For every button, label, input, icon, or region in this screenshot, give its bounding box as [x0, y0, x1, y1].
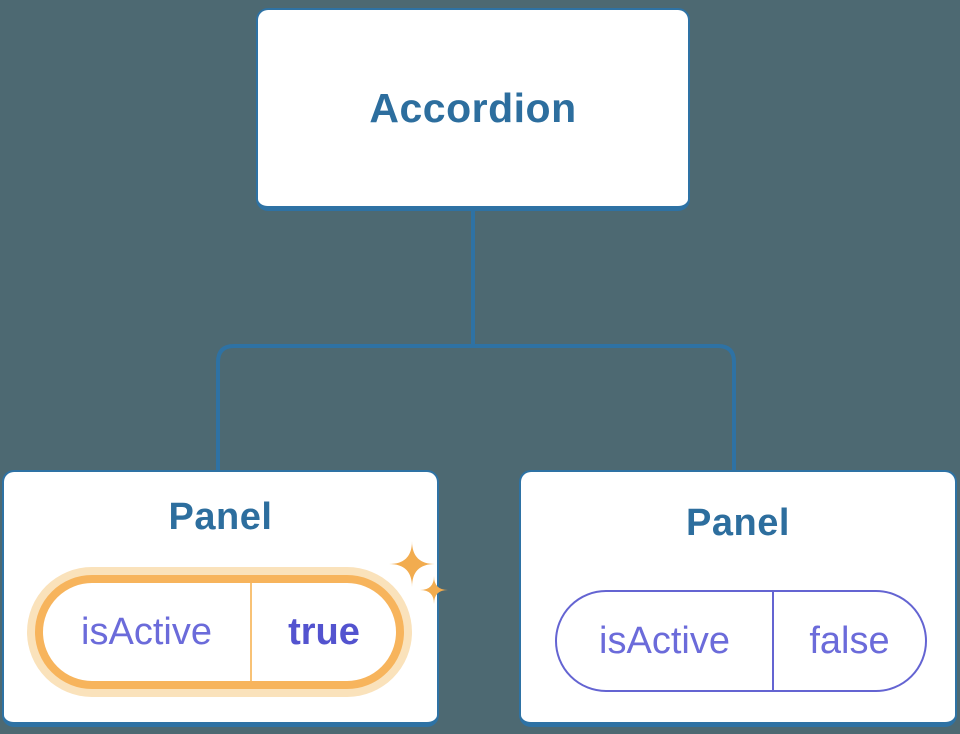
state-pill-inactive: isActive false [555, 590, 927, 692]
connector-bracket [216, 344, 736, 472]
state-key-label: isActive [81, 610, 212, 653]
panel-node-active: Panel isActive true [2, 470, 448, 727]
panel-node-label: Panel [686, 502, 790, 544]
accordion-node-label: Accordion [369, 84, 577, 131]
state-pill-active: isActive true [35, 575, 404, 689]
state-value-label: true [250, 583, 396, 681]
state-value-label: false [772, 592, 925, 690]
panel-node-inactive: Panel isActive false [519, 470, 957, 727]
panel-node-label: Panel [168, 496, 273, 538]
state-key-label: isActive [599, 619, 730, 662]
accordion-node: Accordion [256, 8, 690, 211]
